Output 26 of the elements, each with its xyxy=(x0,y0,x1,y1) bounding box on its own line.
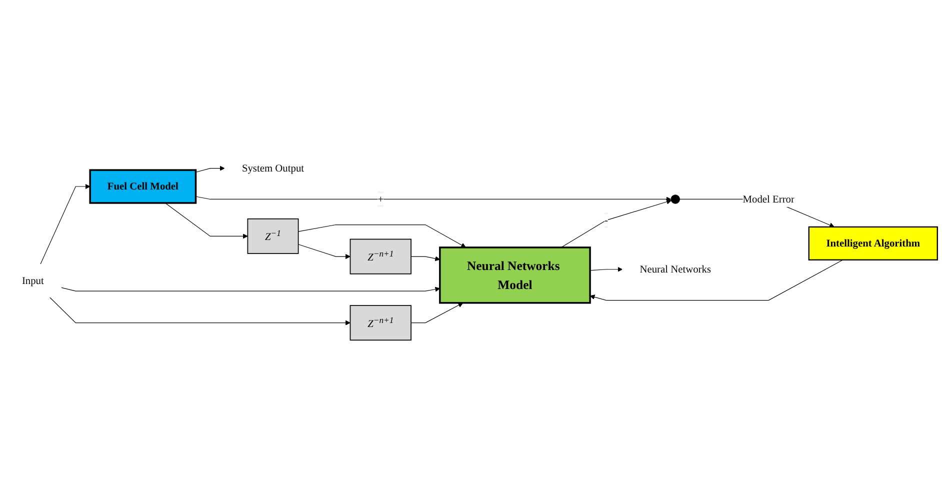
node-box: Z$^{−n+1}$ xyxy=(350,238,412,274)
arrow xyxy=(195,196,672,202)
arrow xyxy=(60,286,440,292)
arrow xyxy=(195,166,225,173)
node-text: Input xyxy=(22,274,44,286)
arrow xyxy=(164,202,248,239)
node-text: Neural Networks xyxy=(640,263,712,275)
arrow xyxy=(298,244,350,260)
arrow xyxy=(40,184,90,265)
node-text: System Output xyxy=(242,162,304,174)
arrow xyxy=(560,199,672,248)
edge-label: Model Error xyxy=(742,193,794,205)
node-circle xyxy=(670,194,680,204)
arrow xyxy=(410,302,464,324)
node-box: Z$^{−n+1}$ xyxy=(350,305,412,341)
arrow xyxy=(49,296,350,326)
node-box: Neural Networks Model xyxy=(439,246,591,304)
arrow xyxy=(410,256,440,262)
node-box: Fuel Cell Model xyxy=(89,169,197,204)
arrow xyxy=(590,260,844,301)
arrow xyxy=(590,266,623,272)
arrow xyxy=(298,224,466,248)
edge-label: - xyxy=(604,214,608,226)
node-box: Z$^{−1}$ xyxy=(247,218,299,254)
edge-label: + xyxy=(378,193,384,205)
node-box: Intelligent Algorithm xyxy=(808,226,938,260)
